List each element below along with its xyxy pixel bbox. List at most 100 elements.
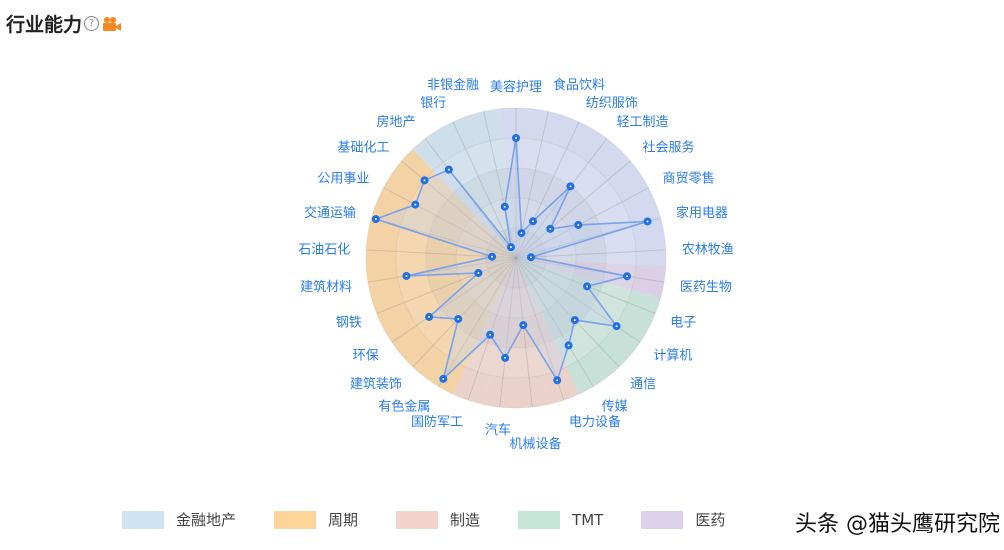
axis-label: 交通运输 — [304, 205, 356, 221]
data-point-center — [414, 203, 417, 206]
data-point-center — [405, 274, 408, 277]
axis-line — [383, 187, 517, 259]
axis-line — [371, 217, 517, 259]
axis-label: 社会服务 — [643, 140, 695, 156]
data-point-center — [374, 218, 377, 221]
sector-家用电器 — [516, 202, 665, 258]
sector-电力设备 — [516, 258, 579, 405]
data-point-center — [428, 315, 431, 318]
axis-line — [391, 257, 517, 343]
data-point-center — [503, 205, 506, 208]
sector-银行 — [438, 115, 516, 259]
legend-swatch — [122, 510, 164, 529]
title-text: 行业能力 — [6, 14, 83, 36]
sector-电子 — [516, 258, 661, 329]
legend-swatch — [396, 510, 439, 529]
sector-公用事业 — [376, 173, 516, 258]
axis-line — [515, 257, 594, 387]
data-point-center — [423, 179, 426, 182]
sector-建筑材料 — [366, 258, 516, 299]
axis-label: 环保 — [353, 349, 379, 364]
data-point-center — [522, 324, 525, 327]
axis-label: 传媒 — [602, 399, 628, 414]
data-point-center — [586, 285, 589, 288]
axis-label: 建筑装饰 — [350, 376, 402, 392]
axis-label: 银行 — [420, 96, 446, 111]
sector-基础化工 — [391, 149, 516, 258]
axis-line — [515, 121, 580, 259]
data-point-center — [491, 255, 494, 258]
data-point-center — [447, 168, 450, 171]
axis-label: 国防军工 — [411, 414, 463, 430]
video-camera-icon[interactable] — [102, 16, 122, 32]
axis-line — [515, 160, 631, 259]
data-point-center — [567, 344, 570, 347]
axis-label: 有色金属 — [378, 398, 430, 414]
sector-汽车 — [483, 258, 516, 408]
axis-label: 基础化工 — [337, 141, 389, 156]
legend-label: 制造 — [450, 511, 481, 529]
axis-line — [367, 257, 517, 283]
data-point-center — [529, 256, 532, 259]
axis-line — [515, 257, 533, 408]
axis-label: 石油石化 — [298, 243, 350, 258]
legend-item[interactable]: TMT — [518, 510, 604, 529]
sector-医药生物 — [516, 258, 666, 299]
axis-line — [452, 121, 517, 259]
axis-label: 轻工制造 — [616, 115, 668, 130]
axis-line — [376, 257, 517, 314]
sector-传媒 — [516, 258, 607, 395]
axis-line — [515, 257, 665, 283]
axis-line — [438, 257, 517, 387]
sector-交通运输 — [367, 202, 516, 258]
legend-label: 周期 — [328, 511, 359, 529]
sector-国防军工 — [453, 258, 516, 405]
legend-item[interactable]: 金融地产 — [122, 509, 236, 530]
axis-label: 公用事业 — [317, 171, 369, 186]
legend-label: TMT — [572, 510, 604, 529]
grid-ring — [365, 107, 667, 409]
data-point-center — [569, 185, 572, 188]
sector-食品饮料 — [516, 108, 564, 258]
chart-legend: 金融地产 周期 制造 TMT 医药 — [122, 509, 763, 530]
axis-label: 美容护理 — [490, 79, 542, 95]
sector-机械设备 — [516, 258, 549, 408]
data-point-center — [520, 232, 523, 235]
question-circle-icon[interactable]: ? — [84, 16, 100, 31]
axis-label: 农林牧渔 — [682, 243, 734, 258]
sector-非银金融 — [468, 108, 516, 258]
series-area — [373, 137, 648, 383]
axis-line — [467, 257, 517, 401]
axis-label: 汽车 — [485, 422, 511, 438]
axis-label: 纺织服饰 — [586, 96, 638, 111]
data-point-center — [573, 319, 576, 322]
axis-label: 机械设备 — [509, 436, 561, 452]
axis-label: 钢铁 — [336, 316, 362, 331]
axis-line — [412, 257, 517, 368]
data-point-center — [626, 275, 629, 278]
axis-label: 计算机 — [653, 349, 692, 364]
legend-label: 医药 — [695, 511, 726, 529]
axis-line — [424, 138, 517, 259]
data-point-center — [549, 227, 552, 230]
data-point-center — [556, 379, 559, 382]
data-point-center — [577, 223, 580, 226]
axis-line — [401, 160, 517, 259]
data-point-center — [477, 271, 480, 274]
data-point-center — [442, 377, 445, 380]
axis-line — [483, 111, 517, 259]
legend-item[interactable]: 周期 — [274, 509, 358, 530]
axis-label: 电子 — [670, 316, 696, 331]
legend-item[interactable]: 医药 — [641, 509, 725, 530]
grid-ring — [425, 167, 607, 349]
sector-美容护理 — [499, 108, 533, 259]
data-point-center — [509, 246, 512, 249]
data-point-center — [489, 333, 492, 336]
watermark: 头条 @猫头鹰研究院 — [795, 512, 1000, 537]
sector-石油石化 — [366, 233, 516, 267]
sector-环保 — [383, 258, 516, 356]
legend-item[interactable]: 制造 — [396, 509, 480, 530]
data-point-center — [646, 220, 649, 223]
axis-label: 食品饮料 — [553, 77, 605, 93]
legend-swatch — [641, 510, 684, 529]
